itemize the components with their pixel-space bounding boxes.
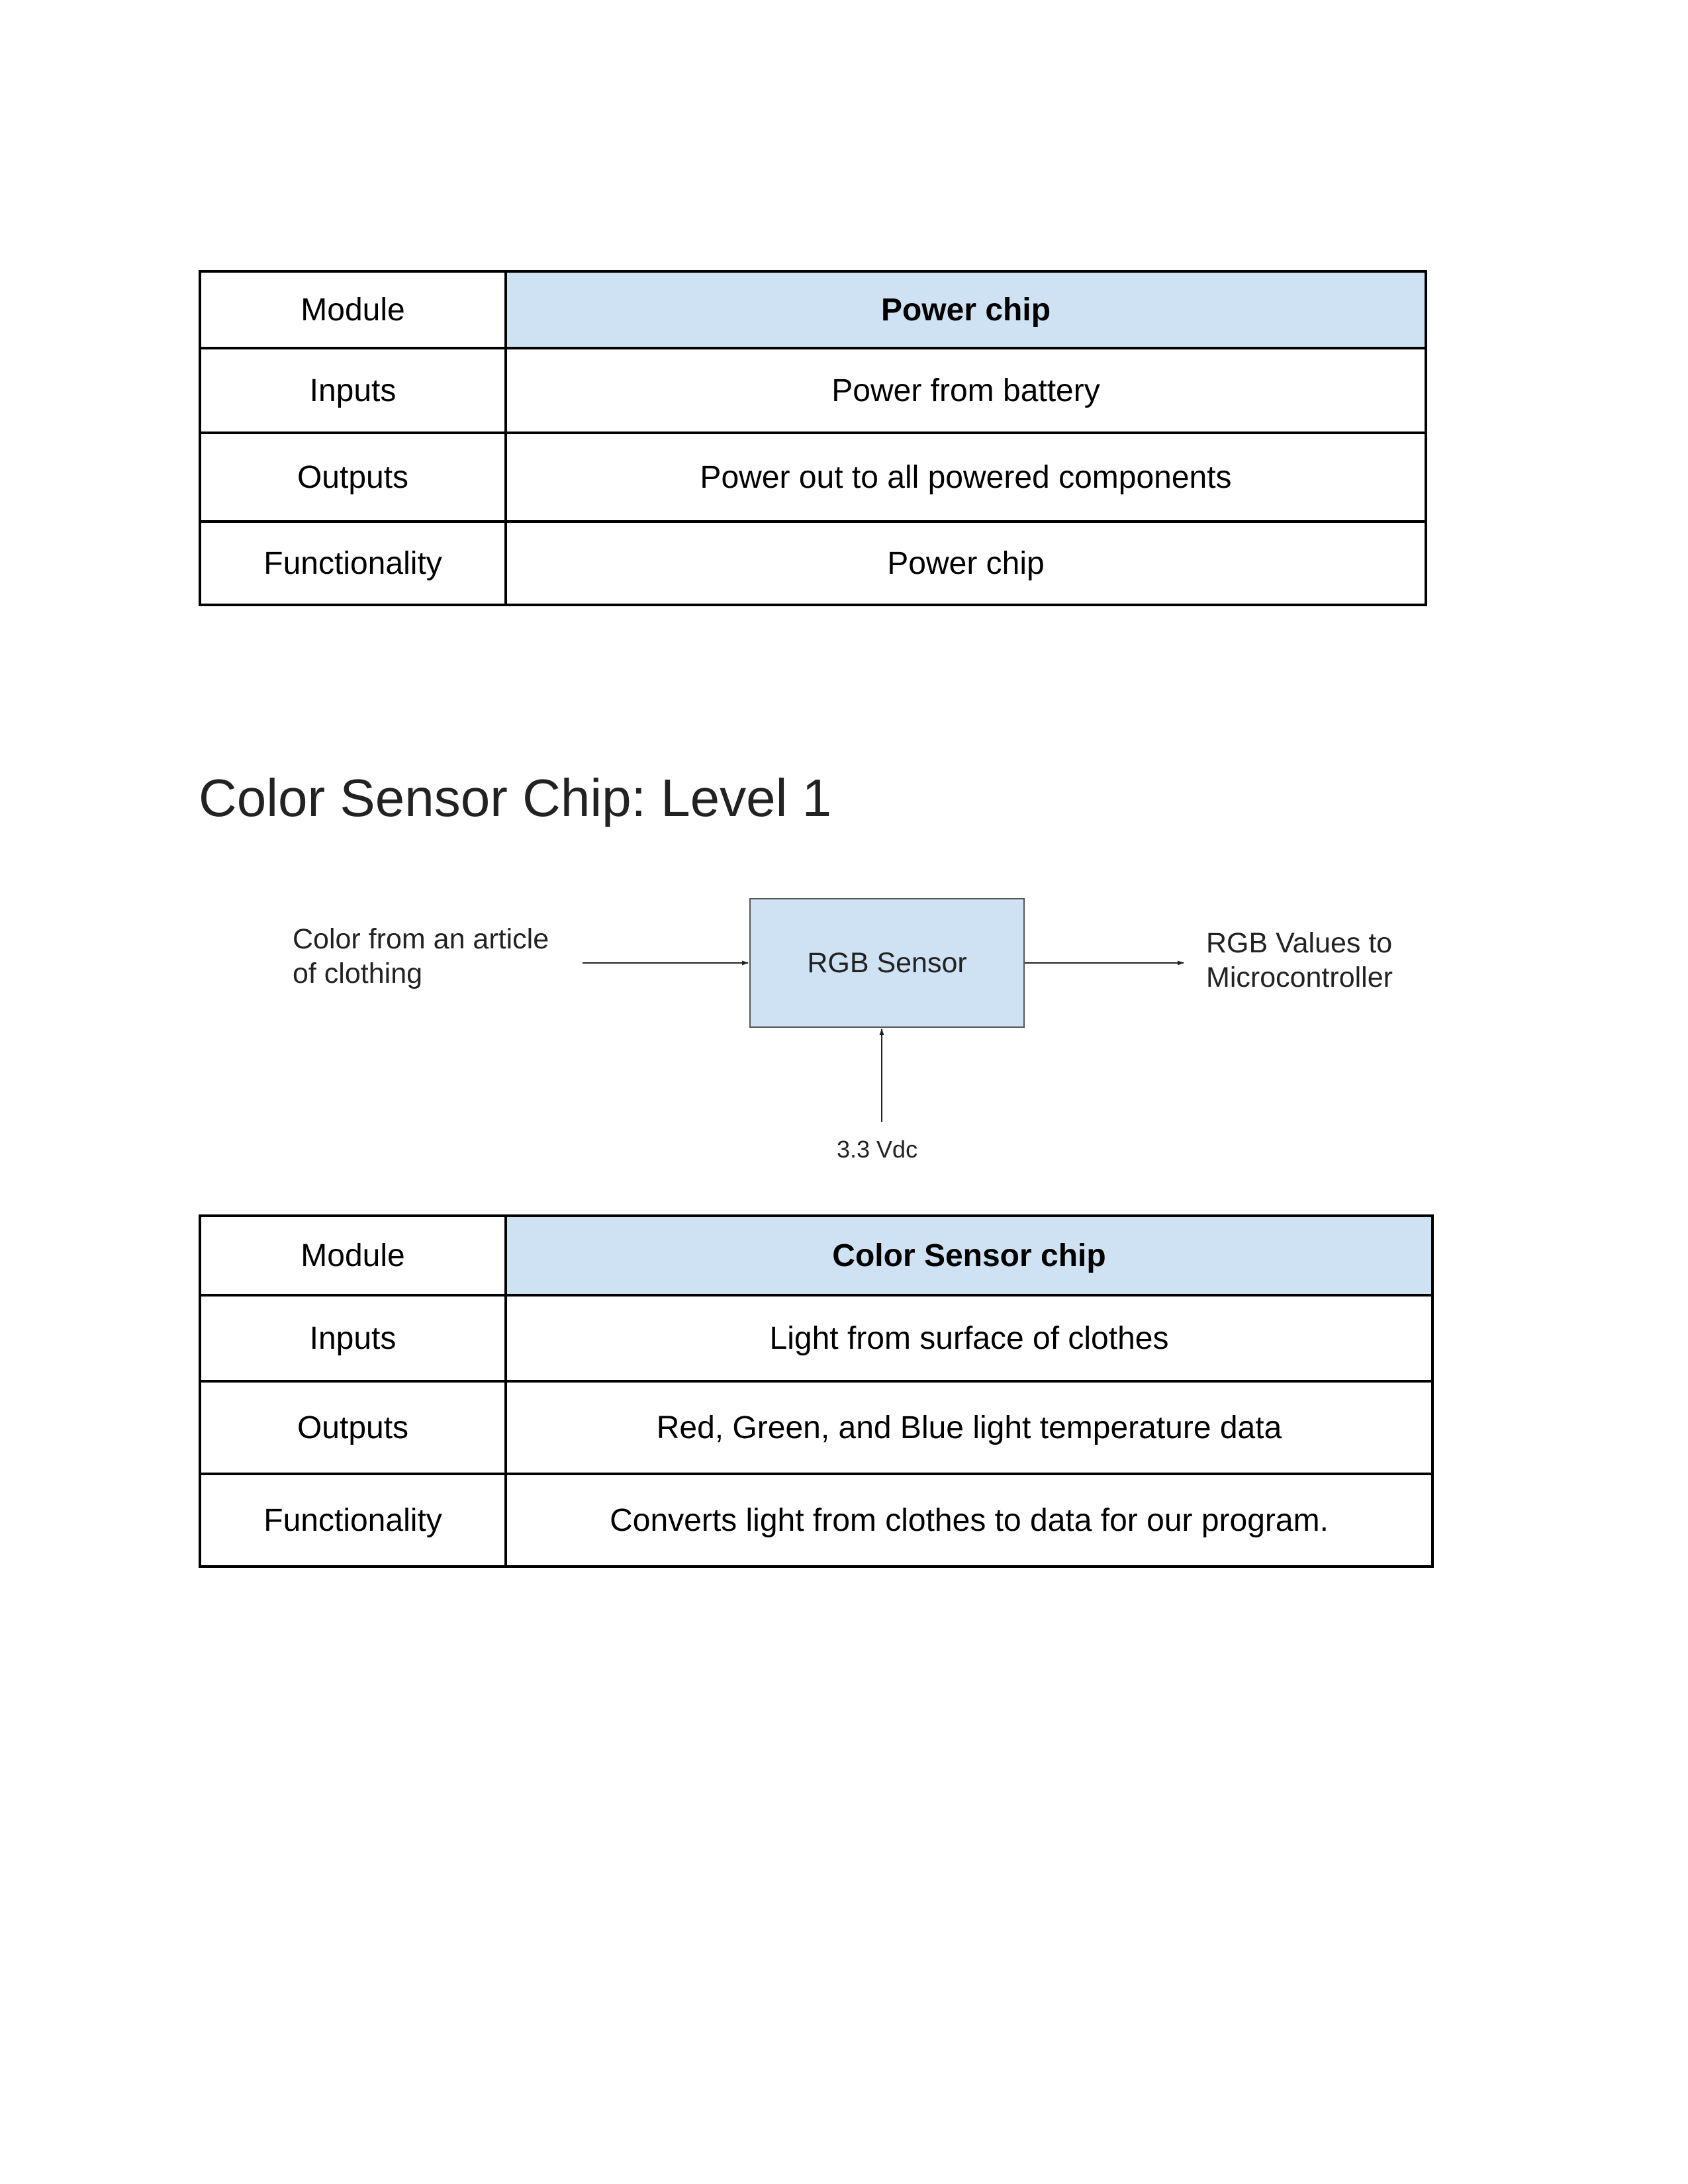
module-label: Module [199,270,507,349]
table-row: Functionality Converts light from clothe… [199,1473,1434,1568]
outputs-label: Outputs [199,1380,507,1475]
diagram-output-label: RGB Values to Microcontroller [1206,927,1393,995]
outputs-value: Red, Green, and Blue light temperature d… [504,1380,1434,1475]
input-label-line: Color from an article [293,923,549,955]
section-heading: Color Sensor Chip: Level 1 [199,768,832,827]
inputs-value: Light from surface of clothes [504,1294,1434,1383]
inputs-value: Power from battery [504,347,1427,434]
table-row: Inputs Power from battery [199,347,1427,434]
inputs-label: Inputs [199,347,507,434]
outputs-label: Outputs [199,432,507,523]
functionality-label: Functionality [199,520,507,606]
output-label-line: Microcontroller [1206,961,1393,993]
table-row: Module Color Sensor chip [199,1214,1434,1297]
diagram-input-label: Color from an article of clothing [293,923,549,991]
power-input-label: 3.3 Vdc [837,1136,918,1163]
output-label-line: RGB Values to [1206,927,1393,959]
power-chip-table: Module Power chip Inputs Power from batt… [199,270,1427,606]
color-sensor-table: Module Color Sensor chip Inputs Light fr… [199,1214,1434,1568]
functionality-value: Power chip [504,520,1427,606]
input-label-line: of clothing [293,957,423,989]
table-row: Outputs Red, Green, and Blue light tempe… [199,1380,1434,1475]
inputs-label: Inputs [199,1294,507,1383]
rgb-sensor-block: RGB Sensor [749,898,1025,1028]
table-row: Functionality Power chip [199,520,1427,606]
functionality-value: Converts light from clothes to data for … [504,1473,1434,1568]
module-label: Module [199,1214,507,1297]
table-row: Inputs Light from surface of clothes [199,1294,1434,1383]
table-row: Module Power chip [199,270,1427,349]
functionality-label: Functionality [199,1473,507,1568]
rgb-sensor-label: RGB Sensor [807,946,967,979]
module-value: Color Sensor chip [504,1214,1434,1297]
outputs-value: Power out to all powered components [504,432,1427,523]
table-row: Outputs Power out to all powered compone… [199,432,1427,523]
module-value: Power chip [504,270,1427,349]
